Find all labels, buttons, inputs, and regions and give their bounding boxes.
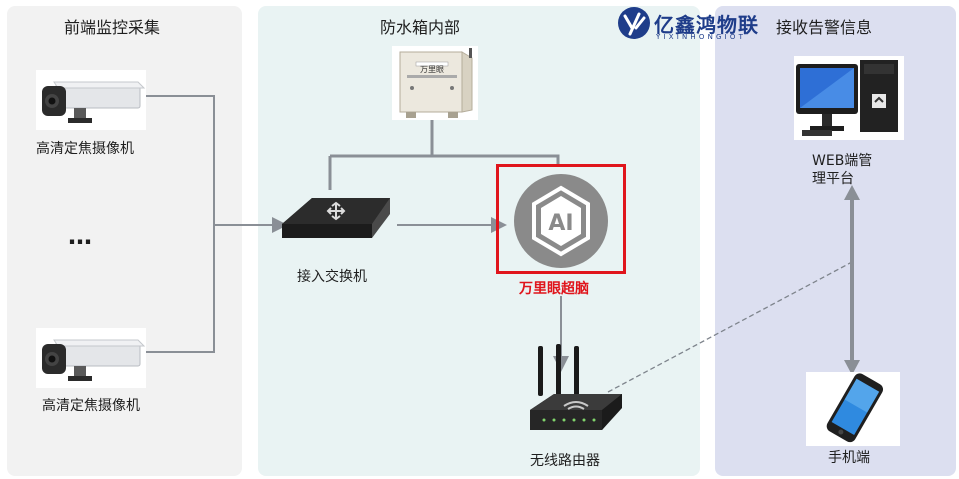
ai-highlight-box: [496, 164, 626, 274]
web-arrowhead: [844, 185, 860, 200]
brand-name: 亿鑫鸿物联: [654, 13, 759, 37]
phone-arrowhead: [844, 360, 860, 375]
ai-label: 万里眼超脑: [519, 281, 589, 297]
web-platform-label-line2: 理平台: [812, 171, 854, 187]
ai-badge-text: AI: [548, 211, 573, 236]
phone-label: 手机端: [828, 450, 870, 466]
waterproof-box-panel: [258, 6, 700, 476]
camera-bottom-line: [140, 225, 215, 353]
web-platform-label-line1: WEB端管: [812, 153, 873, 169]
router-label: 无线路由器: [530, 453, 600, 469]
ai-chip-icon: AI: [514, 174, 608, 268]
brand-logo-icon: [618, 7, 650, 39]
wireless-link-line: [607, 261, 853, 393]
brand-subtitle: YIXINHONGIOT: [656, 33, 747, 41]
camera-top-label: 高清定焦摄像机: [36, 141, 134, 157]
computer-icon: [794, 56, 904, 140]
power-bus-line: [330, 154, 560, 164]
camera-icon: [36, 70, 146, 130]
front-end-title: 前端监控采集: [64, 18, 161, 37]
camera-icon: [36, 328, 146, 388]
switch-icon: [282, 198, 390, 238]
switch-label: 接入交换机: [297, 269, 367, 285]
ellipsis: …: [68, 222, 94, 250]
router-icon: [530, 344, 622, 430]
alarm-receiving-title: 接收告警信息: [776, 18, 873, 37]
camera-top-line: [140, 95, 215, 225]
camera-bottom-label: 高清定焦摄像机: [42, 398, 140, 414]
phone-icon: [806, 372, 900, 446]
waterproof-box-title: 防水箱内部: [380, 18, 461, 37]
cabinet-brand-text: 万里眼: [420, 65, 444, 74]
cabinet-icon: 万里眼: [392, 46, 478, 120]
